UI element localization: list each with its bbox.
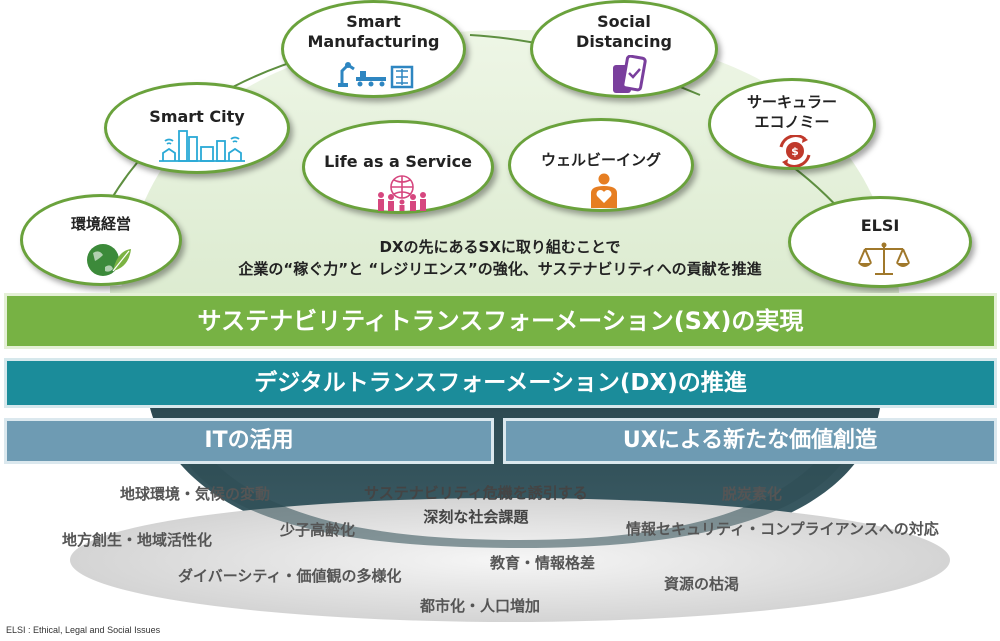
node-label: Smart City: [149, 107, 245, 126]
base-ellipse: [70, 498, 950, 622]
dx-band: デジタルトランスフォーメーション(DX)の推進: [4, 358, 997, 408]
node-circular-economy: サーキュラー エコノミー $: [708, 78, 876, 170]
node-label: ウェルビーイング: [540, 151, 661, 169]
issue-resources: 資源の枯渇: [664, 575, 740, 593]
ux-band: UXによる新たな価値創造: [503, 418, 997, 464]
node-life-as-a-service: Life as a Service: [302, 120, 494, 214]
phone-check-icon: [613, 55, 647, 93]
node-label: Smart: [346, 12, 401, 31]
footnote: ELSI : Ethical, Legal and Social Issues: [6, 625, 161, 635]
intro-text: DXの先にあるSXに取り組むことで 企業の“稼ぐ力”と “レジリエンス”の強化、…: [180, 236, 820, 280]
node-label: ELSI: [860, 216, 900, 235]
node-label: Distancing: [576, 32, 672, 51]
balance-scale-icon: [858, 242, 910, 275]
issue-aging: 少子高齢化: [280, 521, 356, 539]
issue-security: 情報セキュリティ・コンプライアンスへの対応: [626, 520, 939, 538]
node-smart-city: Smart City: [104, 82, 290, 174]
node-label: 環境経営: [70, 215, 131, 233]
city-skyline-icon: [159, 130, 245, 162]
issue-diversity: ダイバーシティ・価値観の多様化: [178, 567, 402, 585]
issue-education: 教育・情報格差: [490, 554, 596, 572]
sx-band: サステナビリティトランスフォーメーション(SX)の実現: [4, 293, 997, 349]
issue-global-environment: 地球環境・気候の変動: [120, 485, 271, 503]
svg-text:$: $: [791, 145, 799, 158]
node-label: サーキュラー: [746, 93, 837, 111]
issue-crisis-line: サステナビリティ危機を誘引する: [364, 484, 588, 502]
issue-crisis: サステナビリティ危機を誘引する 深刻な社会課題: [364, 483, 588, 527]
heart-person-icon: [591, 173, 617, 208]
node-smart-manufacturing: Smart Manufacturing: [281, 0, 466, 98]
node-label: エコノミー: [754, 113, 830, 131]
node-label: Social: [597, 12, 651, 31]
node-label: Life as a Service: [324, 152, 472, 171]
issue-urbanization: 都市化・人口増加: [420, 597, 541, 615]
issue-crisis-line: 深刻な社会課題: [423, 508, 529, 526]
factory-robot-icon: [338, 62, 414, 89]
recycle-coin-icon: $: [779, 135, 811, 167]
issue-regional-revitalization: 地方創生・地域活性化: [62, 531, 213, 549]
people-globe-icon: [378, 175, 426, 211]
node-label: Manufacturing: [307, 32, 440, 51]
issue-decarbonization: 脱炭素化: [722, 485, 783, 503]
intro-line: 企業の“稼ぐ力”と “レジリエンス”の強化、サステナビリティへの貢献を推進: [238, 260, 762, 278]
node-environmental-management: 環境経営: [20, 194, 182, 286]
it-band: ITの活用: [4, 418, 494, 464]
node-wellbeing: ウェルビーイング: [508, 118, 694, 212]
globe-leaf-icon: [87, 244, 131, 276]
node-elsi: ELSI: [788, 196, 972, 288]
intro-line: DXの先にあるSXに取り組むことで: [379, 238, 621, 256]
node-social-distancing: Social Distancing: [530, 0, 718, 98]
